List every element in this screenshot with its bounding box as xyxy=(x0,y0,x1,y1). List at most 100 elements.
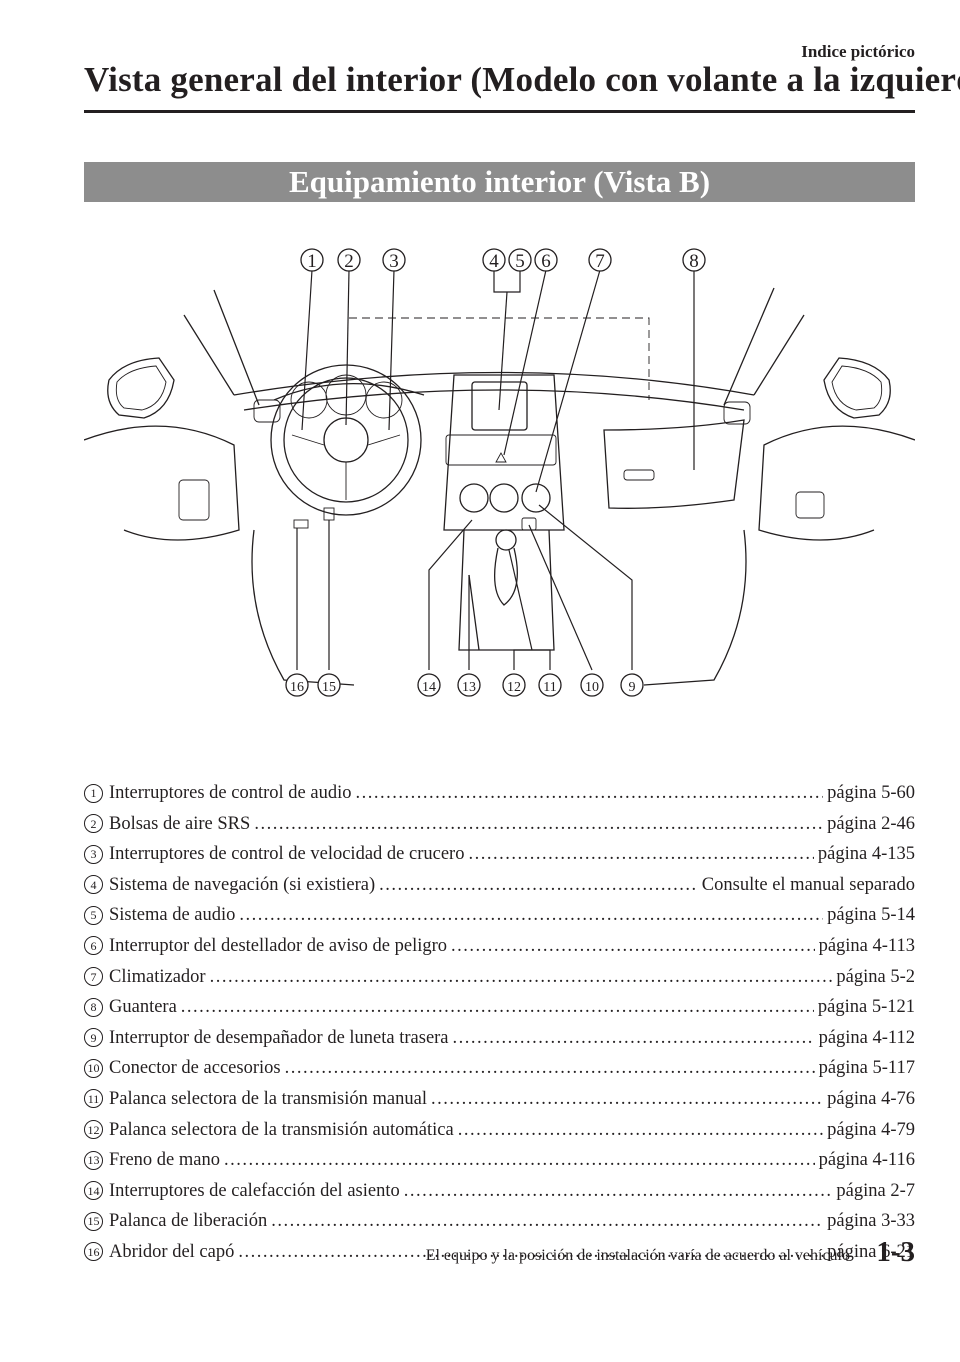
footer-note: El equipo y la posición de instalación v… xyxy=(425,1247,850,1264)
leader-dots xyxy=(285,1053,815,1084)
section-banner: Equipamiento interior (Vista B) xyxy=(84,162,915,202)
leader-2 xyxy=(345,269,350,426)
banner-title: Equipamiento interior (Vista B) xyxy=(288,164,711,199)
right-vent xyxy=(723,401,751,425)
leader-dots xyxy=(458,1115,823,1146)
shift-knob xyxy=(495,529,517,551)
dash-top-inner xyxy=(243,389,745,411)
left-window-switch xyxy=(178,479,210,521)
leader-9 xyxy=(538,504,633,670)
shift-boot xyxy=(493,547,518,606)
leader-dots xyxy=(271,1206,823,1237)
svg-text:12: 12 xyxy=(507,680,521,695)
leader-dots xyxy=(468,839,813,870)
item-label: Sistema de navegación (si existiera) xyxy=(109,874,376,895)
item-number: 2 xyxy=(84,814,103,834)
item-page-ref: página 2-46 xyxy=(827,813,915,834)
callout-12: 12 xyxy=(502,673,526,697)
item-page-ref: página 4-112 xyxy=(818,1027,915,1048)
item-label: Freno de mano xyxy=(109,1150,220,1171)
list-item: 7Climatizadorpágina 5-2 xyxy=(84,962,915,993)
item-label: Interruptores de calefacción del asiento xyxy=(109,1180,400,1201)
wheel-spokes xyxy=(291,434,401,500)
leader-dots xyxy=(453,1023,815,1054)
svg-text:5: 5 xyxy=(515,251,525,272)
svg-text:10: 10 xyxy=(585,680,599,695)
leader-4-5-bracket xyxy=(493,270,521,293)
glovebox-latch xyxy=(623,469,655,481)
svg-text:13: 13 xyxy=(462,680,476,695)
left-a-pillar-inner xyxy=(183,314,235,396)
item-page-ref: página 4-135 xyxy=(817,844,915,865)
callout-14: 14 xyxy=(417,673,441,697)
item-number: 10 xyxy=(84,1058,103,1078)
item-page-ref: Consulte el manual separado xyxy=(701,874,915,895)
item-number: 6 xyxy=(84,936,103,956)
left-mirror xyxy=(107,357,175,419)
svg-text:6: 6 xyxy=(541,251,551,272)
item-number: 14 xyxy=(84,1181,103,1201)
section-kicker: Indice pictórico xyxy=(801,42,915,61)
steering-wheel xyxy=(270,364,422,516)
center-stack xyxy=(443,374,565,531)
item-page-ref: página 3-33 xyxy=(827,1211,915,1232)
item-label: Conector de accesorios xyxy=(109,1058,281,1079)
climate-knob-center xyxy=(489,483,519,513)
hazard-icon xyxy=(495,452,507,463)
leader-7 xyxy=(535,269,601,493)
item-page-ref: página 2-7 xyxy=(836,1180,915,1201)
right-mirror xyxy=(823,357,891,419)
callout-13: 13 xyxy=(457,673,481,697)
callout-10: 10 xyxy=(580,673,604,697)
item-number: 9 xyxy=(84,1028,103,1048)
item-page-ref: página 6-21 xyxy=(827,1241,915,1262)
steering-wheel-inner xyxy=(283,377,409,503)
item-page-ref: página 5-121 xyxy=(817,997,915,1018)
item-page-ref: página 5-117 xyxy=(818,1058,915,1079)
leader-dots xyxy=(451,931,815,962)
item-number: 13 xyxy=(84,1150,103,1170)
callout-9: 9 xyxy=(620,673,644,697)
leader-dots xyxy=(355,778,823,809)
item-number: 11 xyxy=(84,1089,103,1109)
leader-12-11 xyxy=(508,549,533,651)
leader-dots xyxy=(254,809,823,840)
callout-3: 3 xyxy=(382,248,406,272)
leader-1 xyxy=(301,269,313,431)
item-label: Interruptor del destellador de aviso de … xyxy=(109,935,448,956)
item-number: 8 xyxy=(84,997,103,1017)
item-number: 7 xyxy=(84,967,103,987)
callout-16: 16 xyxy=(285,673,309,697)
item-number: 15 xyxy=(84,1211,103,1231)
right-a-pillar xyxy=(723,287,775,406)
right-a-pillar-inner xyxy=(753,314,805,396)
item-label: Interruptores de control de audio xyxy=(109,783,352,803)
left-mirror-glass xyxy=(115,365,167,411)
leader-dots xyxy=(181,992,814,1023)
leader-10 xyxy=(528,524,593,671)
leader-12-11-bracket xyxy=(513,649,551,670)
item-number: 1 xyxy=(84,783,103,803)
hood-release-handle xyxy=(293,519,309,529)
title-rule xyxy=(84,110,915,113)
item-label: Interruptores de control de velocidad de… xyxy=(109,844,465,865)
leader-3 xyxy=(388,269,395,431)
svg-text:11: 11 xyxy=(543,680,556,695)
climate-knob-left xyxy=(459,483,489,513)
interior-illustration: 1 2 3 4 5 6 7 8 16 15 14 13 12 11 10 9 xyxy=(84,230,915,750)
right-mirror-glass xyxy=(831,365,883,411)
page-title: Vista general del interior (Modelo con v… xyxy=(84,60,960,99)
dashboard-drawing: 1 2 3 4 5 6 7 8 16 15 14 13 12 11 10 9 xyxy=(84,248,915,697)
page-number: 1-3 xyxy=(876,1236,915,1268)
item-page-ref: página 5-2 xyxy=(836,966,915,987)
left-a-pillar xyxy=(213,289,260,406)
dash-top xyxy=(233,371,755,396)
list-item: 8Guanterapágina 5-121 xyxy=(84,992,915,1023)
svg-text:3: 3 xyxy=(389,251,399,272)
